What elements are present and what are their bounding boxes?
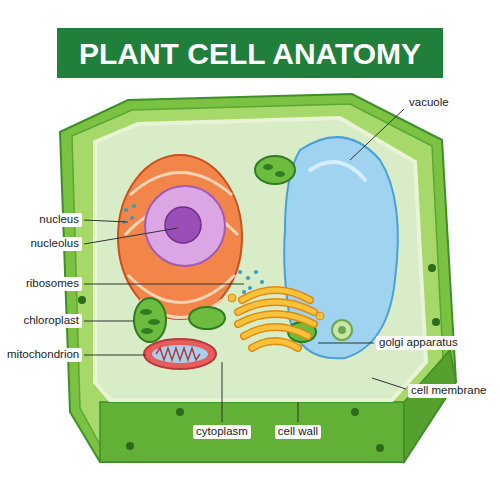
part-label: cell membrane bbox=[408, 384, 489, 398]
part-label: chloroplast bbox=[20, 314, 82, 328]
part-label: nucleus bbox=[36, 213, 82, 227]
title-text: PLANT CELL ANATOMY bbox=[79, 37, 421, 70]
part-label: cell wall bbox=[275, 425, 321, 439]
part-label: vacuole bbox=[406, 96, 452, 110]
part-label: ribosomes bbox=[23, 277, 82, 291]
part-label: mitochondrion bbox=[4, 348, 82, 362]
part-label: cytoplasm bbox=[193, 425, 251, 439]
part-label: nucleolus bbox=[27, 237, 82, 251]
part-label: golgi apparatus bbox=[376, 336, 461, 350]
